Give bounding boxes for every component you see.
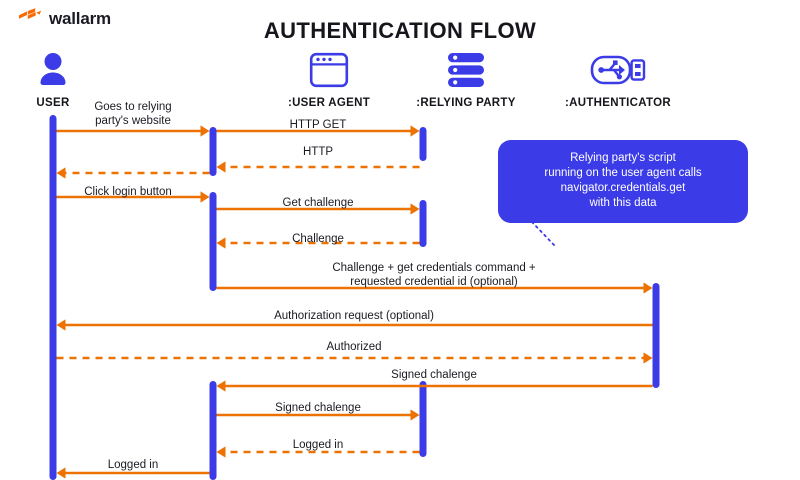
server-stack-icon	[381, 48, 551, 92]
actor-user: USER	[0, 48, 138, 109]
actor-label-user: USER	[36, 97, 70, 109]
arrowhead-m12	[410, 409, 420, 421]
arrowhead-m13	[216, 446, 226, 458]
arrowhead-m1	[200, 125, 210, 137]
actor-relying-party: :RELYING PARTY	[381, 48, 551, 109]
lifeline-bar-relying-party	[419, 127, 427, 161]
arrowhead-m8	[643, 282, 653, 294]
lifeline-bar-user	[49, 115, 57, 480]
actor-label-relying-party: :RELYING PARTY	[416, 97, 516, 109]
brand-name: wallarm	[49, 8, 111, 28]
actor-user-agent: :USER AGENT	[244, 48, 414, 109]
actor-label-authenticator: :AUTHENTICATOR	[565, 97, 671, 109]
arrowhead-m9	[56, 319, 66, 331]
callout-leader-line	[531, 221, 555, 246]
browser-window-icon	[244, 48, 414, 92]
arrowhead-m6	[410, 203, 420, 215]
lifeline-bar-authenticator	[652, 283, 660, 388]
actor-authenticator: :AUTHENTICATOR	[533, 48, 703, 109]
arrowhead-m2	[410, 125, 420, 137]
arrowhead-m14	[56, 467, 66, 479]
lifeline-bar-relying-party	[419, 381, 427, 457]
lifeline-bar-user-agent	[209, 127, 217, 176]
arrowhead-m10	[643, 352, 653, 364]
arrowhead-m7	[216, 237, 226, 249]
lifeline-bar-relying-party	[419, 200, 427, 247]
actor-label-user-agent: :USER AGENT	[287, 97, 371, 109]
arrowhead-m11	[216, 380, 226, 392]
callout-note: Relying party's script running on the us…	[498, 140, 748, 223]
brand-logo: wallarm	[18, 8, 111, 29]
page-title: AUTHENTICATION FLOW	[263, 18, 537, 43]
person-icon	[0, 48, 138, 92]
usb-security-key-icon	[533, 48, 703, 92]
wallarm-flag-icon	[18, 8, 42, 29]
arrowhead-m5	[200, 191, 210, 203]
arrowhead-m3	[216, 161, 226, 173]
lifeline-bar-user-agent	[209, 192, 217, 291]
arrowhead-m4	[56, 167, 66, 179]
lifeline-bar-user-agent	[209, 381, 217, 480]
